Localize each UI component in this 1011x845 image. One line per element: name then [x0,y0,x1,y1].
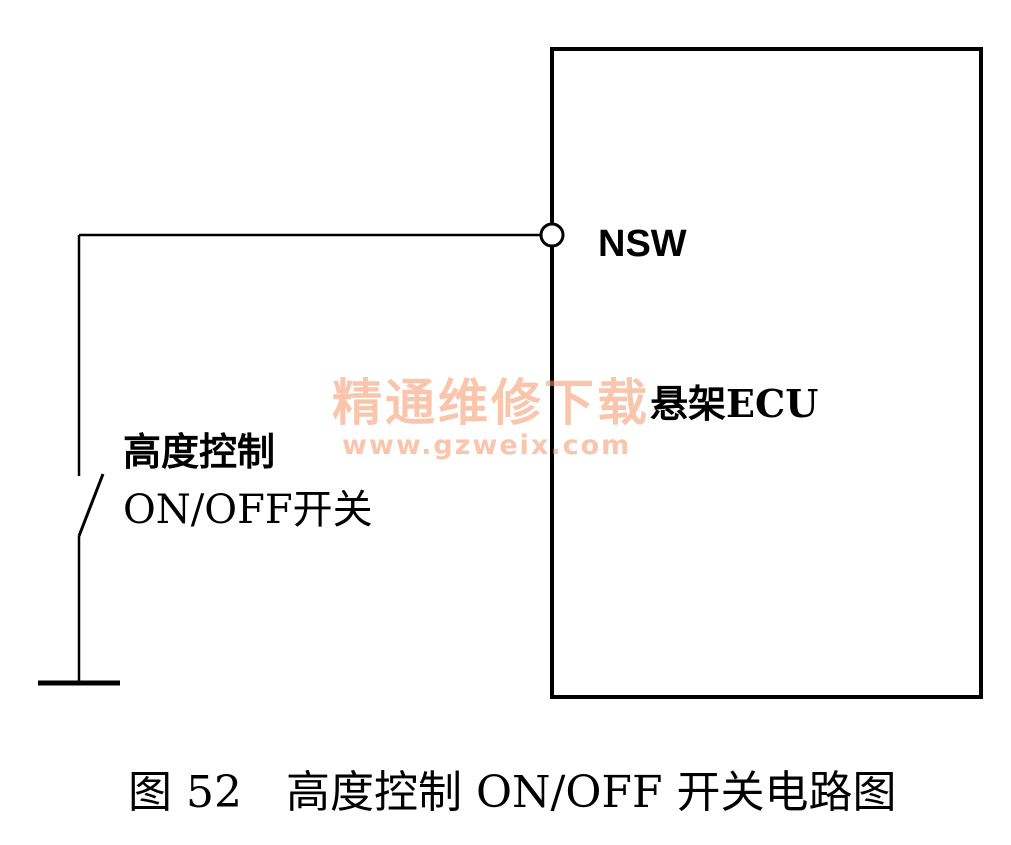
ecu-label: 悬架ECU [650,381,819,426]
watermark-url: www.gzweix.com [342,430,632,461]
figure-caption: 图 52 高度控制 ON/OFF 开关电路图 [128,767,897,818]
ecu-box [550,47,983,699]
nsw-terminal [539,222,565,248]
nsw-pin-label: NSW [598,223,687,265]
switch-label-line1: 高度控制 [123,430,276,474]
switch-label-line2: ON/OFF开关 [123,487,373,533]
watermark-text: 精通维修下载 [332,374,650,432]
switch-blade [77,473,105,537]
